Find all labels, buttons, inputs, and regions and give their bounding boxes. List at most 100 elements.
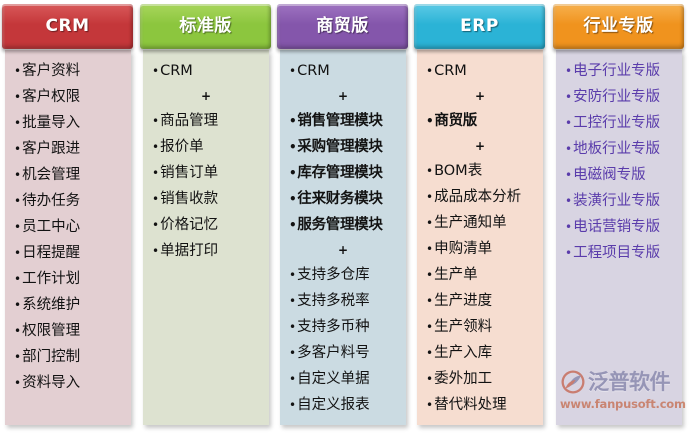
list-item-label: 商品管理	[160, 113, 219, 129]
list-item: •生产入库	[417, 340, 543, 366]
list-item-label: 日程提醒	[22, 245, 81, 261]
column-header-industry[interactable]: 行业专版	[553, 4, 684, 49]
bullet-icon: •	[426, 346, 434, 360]
list-item: •销售收款	[143, 186, 269, 212]
column-header-label: ERP	[460, 16, 499, 36]
column-industry: 行业专版•电子行业专版•安防行业专版•工控行业专版•地板行业专版•电磁阀专版•装…	[553, 0, 686, 433]
list-item-label: BOM表	[434, 163, 483, 179]
column-header-standard[interactable]: 标准版	[140, 4, 271, 49]
list-item: •系统维护	[5, 292, 131, 318]
plus-separator: +	[280, 238, 406, 262]
list-item: •往来财务模块	[280, 186, 406, 212]
list-item: •部门控制	[5, 344, 131, 370]
brand-name: 泛普软件	[588, 369, 671, 394]
bullet-icon: •	[426, 114, 434, 128]
bullet-icon: •	[289, 320, 297, 334]
bullet-icon: •	[14, 272, 22, 286]
list-item: •BOM表	[417, 158, 543, 184]
bullet-icon: •	[426, 216, 434, 230]
bullet-icon: •	[565, 142, 573, 156]
column-header-erp[interactable]: ERP	[414, 4, 545, 49]
bullet-icon: •	[426, 190, 434, 204]
list-item: •工控行业专版	[556, 110, 682, 136]
bullet-icon: •	[565, 194, 573, 208]
column-body-standard: •CRM+•商品管理•报价单•销售订单•销售收款•价格记忆•单据打印	[143, 50, 269, 425]
column-body-erp: •CRM+•商贸版+•BOM表•成品成本分析•生产通知单•申购清单•生产单•生产…	[417, 50, 543, 425]
list-item-label: 服务管理模块	[297, 217, 383, 233]
list-item: •库存管理模块	[280, 160, 406, 186]
list-item: •支持多税率	[280, 288, 406, 314]
bullet-icon: •	[14, 194, 22, 208]
bullet-icon: •	[289, 268, 297, 282]
column-header-label: 商贸版	[316, 16, 369, 36]
bullet-icon: •	[14, 116, 22, 130]
list-item: •生产通知单	[417, 210, 543, 236]
column-header-trade[interactable]: 商贸版	[277, 4, 408, 49]
list-item-label: 价格记忆	[160, 217, 219, 233]
list-item-label: 生产进度	[434, 293, 493, 309]
column-header-label: 行业专版	[583, 16, 654, 36]
bullet-icon: •	[426, 64, 434, 78]
list-item-label: 部门控制	[22, 349, 81, 365]
bullet-icon: •	[152, 244, 160, 258]
list-item-label: 库存管理模块	[297, 165, 383, 181]
list-item-label: 工程项目专版	[573, 245, 661, 261]
list-item: •员工中心	[5, 214, 131, 240]
bullet-icon: •	[426, 320, 434, 334]
bullet-icon: •	[289, 64, 297, 78]
list-item: •销售管理模块	[280, 108, 406, 134]
list-item: •支持多币种	[280, 314, 406, 340]
bullet-icon: •	[565, 168, 573, 182]
bullet-icon: •	[152, 140, 160, 154]
feature-list-industry: •电子行业专版•安防行业专版•工控行业专版•地板行业专版•电磁阀专版•装潢行业专…	[556, 58, 682, 266]
list-item-label: 工作计划	[22, 271, 81, 287]
list-item-label: 安防行业专版	[573, 89, 661, 105]
list-item: •价格记忆	[143, 212, 269, 238]
bullet-icon: •	[289, 398, 297, 412]
list-item-label: 客户权限	[22, 89, 81, 105]
list-item-label: 商贸版	[434, 113, 477, 129]
feature-list-trade: •CRM+•销售管理模块•采购管理模块•库存管理模块•往来财务模块•服务管理模块…	[280, 58, 406, 418]
list-item-label: 生产通知单	[434, 215, 507, 231]
list-item-label: 批量导入	[22, 115, 81, 131]
list-item: •安防行业专版	[556, 84, 682, 110]
bullet-icon: •	[426, 398, 434, 412]
list-item-label: 支持多仓库	[297, 267, 370, 283]
column-body-trade: •CRM+•销售管理模块•采购管理模块•库存管理模块•往来财务模块•服务管理模块…	[280, 50, 406, 425]
list-item: •报价单	[143, 134, 269, 160]
bullet-icon: •	[289, 218, 297, 232]
fanpu-swoosh-logo-icon	[560, 369, 586, 395]
bullet-icon: •	[152, 64, 160, 78]
plus-separator: +	[417, 84, 543, 108]
bullet-icon: •	[426, 268, 434, 282]
list-item-label: 自定义单据	[297, 371, 370, 387]
list-item-label: 申购清单	[434, 241, 493, 257]
list-item: •机会管理	[5, 162, 131, 188]
list-item: •电话营销专版	[556, 214, 682, 240]
list-item: •多客户料号	[280, 340, 406, 366]
column-header-label: CRM	[45, 16, 90, 36]
list-item: •客户权限	[5, 84, 131, 110]
bullet-icon: •	[14, 350, 22, 364]
list-item: •委外加工	[417, 366, 543, 392]
list-item-label: 装潢行业专版	[573, 193, 661, 209]
column-header-crm[interactable]: CRM	[2, 4, 133, 49]
list-item-label: CRM	[297, 63, 330, 79]
bullet-icon: •	[152, 192, 160, 206]
list-item-label: 单据打印	[160, 243, 219, 259]
bullet-icon: •	[152, 166, 160, 180]
list-item: •采购管理模块	[280, 134, 406, 160]
list-item-label: 报价单	[160, 139, 204, 155]
list-item-label: 委外加工	[434, 371, 493, 387]
bullet-icon: •	[565, 220, 573, 234]
list-item: •CRM	[280, 58, 406, 84]
feature-list-erp: •CRM+•商贸版+•BOM表•成品成本分析•生产通知单•申购清单•生产单•生产…	[417, 58, 543, 418]
list-item-label: 生产入库	[434, 345, 493, 361]
list-item: •电磁阀专版	[556, 162, 682, 188]
list-item: •装潢行业专版	[556, 188, 682, 214]
list-item-label: 客户资料	[22, 63, 81, 79]
list-item: •生产单	[417, 262, 543, 288]
bullet-icon: •	[289, 192, 297, 206]
column-trade: 商贸版•CRM+•销售管理模块•采购管理模块•库存管理模块•往来财务模块•服务管…	[277, 0, 408, 433]
